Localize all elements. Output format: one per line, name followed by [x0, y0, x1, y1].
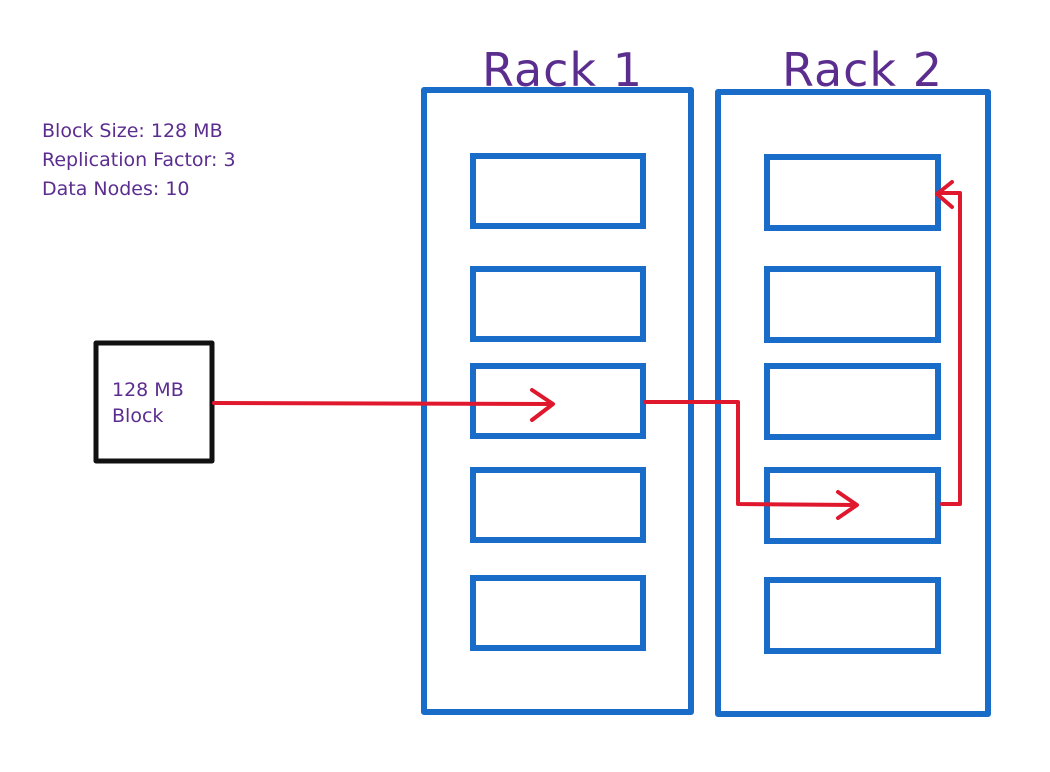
source-block-size-label: 128 MB — [112, 379, 184, 401]
rack-2-node-2 — [764, 266, 941, 343]
source-block-outline — [93, 340, 215, 464]
rack-1: Rack 1 — [421, 43, 694, 715]
info-data-nodes: Data Nodes: 10 — [42, 178, 190, 200]
arrow-head-rack-2-node-1 — [935, 180, 954, 209]
source-block: 128 MB Block — [93, 340, 215, 464]
rack-1-node-4 — [470, 467, 646, 543]
rack-1-node-3 — [470, 363, 646, 439]
rack-2-node-5 — [764, 577, 941, 654]
arrow-block-to-rack-1-node-3 — [212, 401, 554, 406]
arrow-rack-1-node-3-to-rack-2-node-4 — [643, 400, 858, 507]
replication-arrows — [212, 180, 962, 520]
rack-2-node-1 — [764, 154, 941, 231]
rack-1-node-5 — [470, 575, 646, 651]
info-panel: Block Size: 128 MB Replication Factor: 3… — [42, 120, 236, 200]
rack-1-node-1 — [470, 153, 646, 229]
rack-2: Rack 2 — [715, 43, 991, 717]
arrow-head-rack-2-node-4 — [836, 490, 859, 520]
rack-2-title: Rack 2 — [782, 43, 943, 97]
rack-2-node-3 — [764, 363, 941, 440]
source-block-name-label: Block — [112, 405, 163, 427]
arrow-head-rack-1-node-3 — [530, 388, 555, 422]
info-replication-factor: Replication Factor: 3 — [42, 149, 236, 171]
info-block-size: Block Size: 128 MB — [42, 120, 223, 142]
rack-1-node-2 — [470, 266, 646, 342]
arrow-rack-2-node-4-to-rack-2-node-1 — [936, 191, 962, 506]
